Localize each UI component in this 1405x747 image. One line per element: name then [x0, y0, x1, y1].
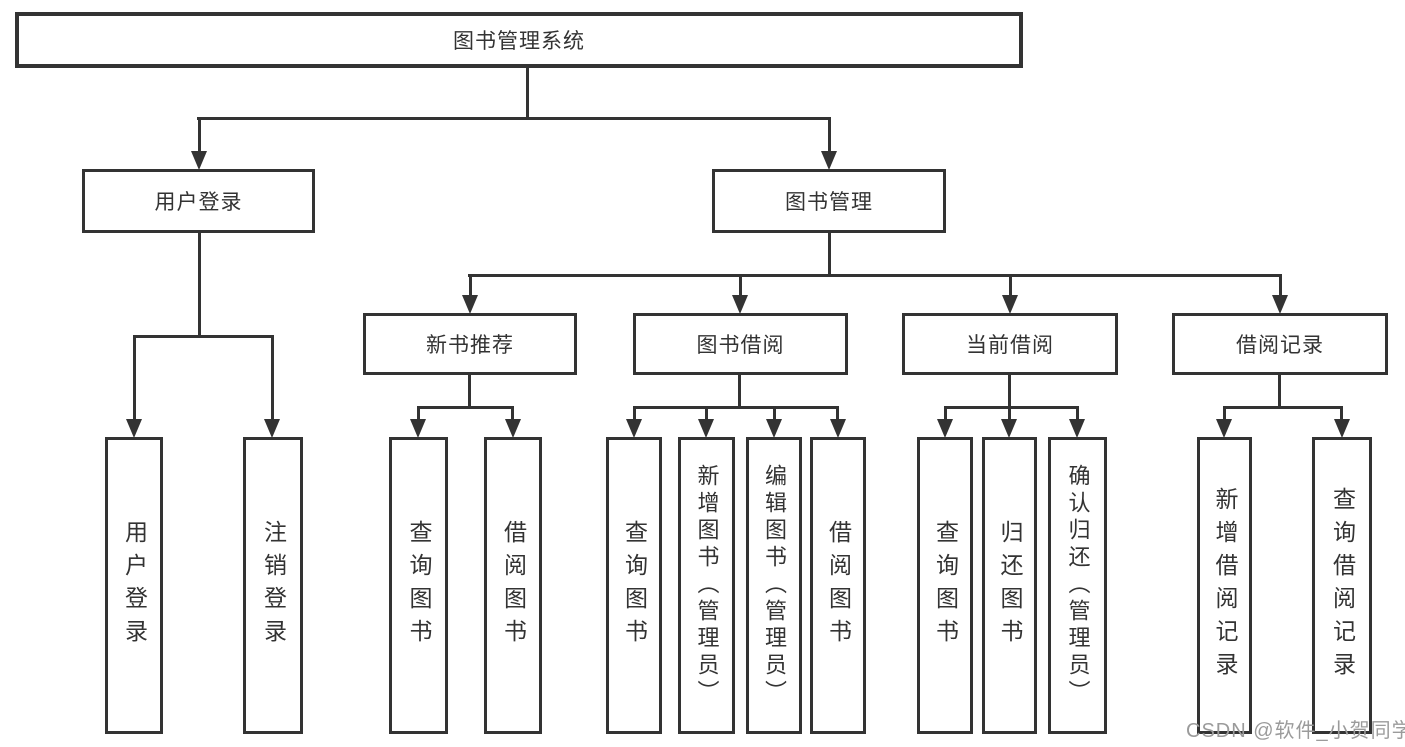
connector-line: [511, 406, 514, 421]
node-library-management-system: 图书管理系统: [15, 12, 1023, 68]
connector-line: [1009, 274, 1012, 297]
connector-line: [1076, 406, 1079, 421]
connector-line: [271, 335, 274, 421]
leaf-query-books-current: 查询图书: [917, 437, 973, 734]
node-label: 借阅记录: [1236, 334, 1324, 357]
connector-line: [944, 406, 1078, 409]
leaf-user-login: 用户登录: [105, 437, 163, 734]
node-label: 图书管理: [785, 191, 873, 214]
connector-line: [836, 406, 839, 421]
leaf-add-books-admin: 新增图书（管理员）: [678, 437, 735, 734]
arrow-down-icon: [766, 419, 782, 438]
connector-line: [828, 233, 831, 277]
arrow-down-icon: [1272, 295, 1288, 314]
leaf-label: 注销登录: [260, 519, 287, 652]
leaf-query-borrow-record: 查询借阅记录: [1312, 437, 1372, 734]
node-book-borrowing: 图书借阅: [633, 313, 848, 375]
leaf-label: 借阅图书: [500, 519, 527, 652]
connector-line: [739, 274, 742, 297]
node-label: 图书管理系统: [453, 30, 585, 53]
leaf-logout: 注销登录: [243, 437, 303, 734]
arrow-down-icon: [1216, 419, 1232, 438]
csdn-watermark: CSDN @软件_小贺同学: [1186, 720, 1405, 742]
arrow-down-icon: [191, 151, 207, 170]
node-book-management: 图书管理: [712, 169, 946, 233]
connector-line: [633, 406, 839, 409]
connector-line: [1008, 375, 1011, 409]
node-current-borrowing: 当前借阅: [902, 313, 1118, 375]
leaf-label: 确认归还（管理员）: [1065, 464, 1091, 707]
leaf-borrow-books-recommend: 借阅图书: [484, 437, 542, 734]
leaf-borrow-books: 借阅图书: [810, 437, 866, 734]
leaf-label: 用户登录: [121, 519, 148, 652]
connector-line: [828, 117, 831, 153]
leaf-label: 归还图书: [997, 519, 1023, 652]
arrow-down-icon: [732, 295, 748, 314]
leaf-label: 新增图书（管理员）: [694, 464, 720, 707]
arrow-down-icon: [626, 419, 642, 438]
arrow-down-icon: [1069, 419, 1085, 438]
connector-line: [198, 233, 201, 338]
arrow-down-icon: [830, 419, 846, 438]
connector-line: [526, 68, 529, 118]
arrow-down-icon: [462, 295, 478, 314]
leaf-edit-books-admin: 编辑图书（管理员）: [746, 437, 802, 734]
leaf-label: 查询图书: [932, 519, 959, 652]
connector-line: [633, 406, 636, 421]
connector-line: [1223, 406, 1343, 409]
connector-line: [468, 375, 471, 409]
leaf-query-books-recommend: 查询图书: [389, 437, 448, 734]
connector-line: [944, 406, 947, 421]
arrow-down-icon: [264, 419, 280, 438]
connector-line: [705, 406, 708, 421]
arrow-down-icon: [1001, 419, 1017, 438]
connector-line: [1279, 274, 1282, 297]
connector-line: [133, 335, 274, 338]
leaf-label: 编辑图书（管理员）: [762, 464, 787, 707]
connector-line: [1340, 406, 1343, 421]
arrow-down-icon: [698, 419, 714, 438]
connector-line: [197, 117, 831, 120]
leaf-return-books: 归还图书: [982, 437, 1037, 734]
arrow-down-icon: [937, 419, 953, 438]
connector-line: [417, 406, 420, 421]
node-label: 新书推荐: [426, 334, 514, 357]
arrow-down-icon: [1334, 419, 1350, 438]
connector-line: [198, 117, 201, 153]
connector-line: [468, 274, 1282, 277]
leaf-confirm-return-admin: 确认归还（管理员）: [1048, 437, 1107, 734]
leaf-label: 查询图书: [621, 519, 648, 652]
arrow-down-icon: [821, 151, 837, 170]
arrow-down-icon: [126, 419, 142, 438]
connector-line: [738, 375, 741, 409]
connector-line: [469, 274, 472, 297]
leaf-label: 查询图书: [406, 519, 432, 652]
node-label: 用户登录: [154, 191, 243, 214]
connector-line: [1278, 375, 1281, 409]
leaf-query-books-borrow: 查询图书: [606, 437, 662, 734]
node-label: 图书借阅: [696, 334, 785, 357]
arrow-down-icon: [1002, 295, 1018, 314]
connector-line: [1223, 406, 1226, 421]
node-borrowing-records: 借阅记录: [1172, 313, 1388, 375]
connector-line: [1008, 406, 1011, 421]
node-new-book-recommendation: 新书推荐: [363, 313, 577, 375]
connector-line: [773, 406, 776, 421]
node-user-login: 用户登录: [82, 169, 315, 233]
leaf-label: 借阅图书: [825, 519, 852, 652]
connector-line: [133, 335, 136, 421]
arrow-down-icon: [505, 419, 521, 438]
leaf-label: 新增借阅记录: [1212, 486, 1238, 685]
connector-line: [417, 406, 514, 409]
leaf-label: 查询借阅记录: [1329, 486, 1356, 685]
node-label: 当前借阅: [966, 334, 1054, 357]
arrow-down-icon: [410, 419, 426, 438]
leaf-add-borrow-record: 新增借阅记录: [1197, 437, 1252, 734]
